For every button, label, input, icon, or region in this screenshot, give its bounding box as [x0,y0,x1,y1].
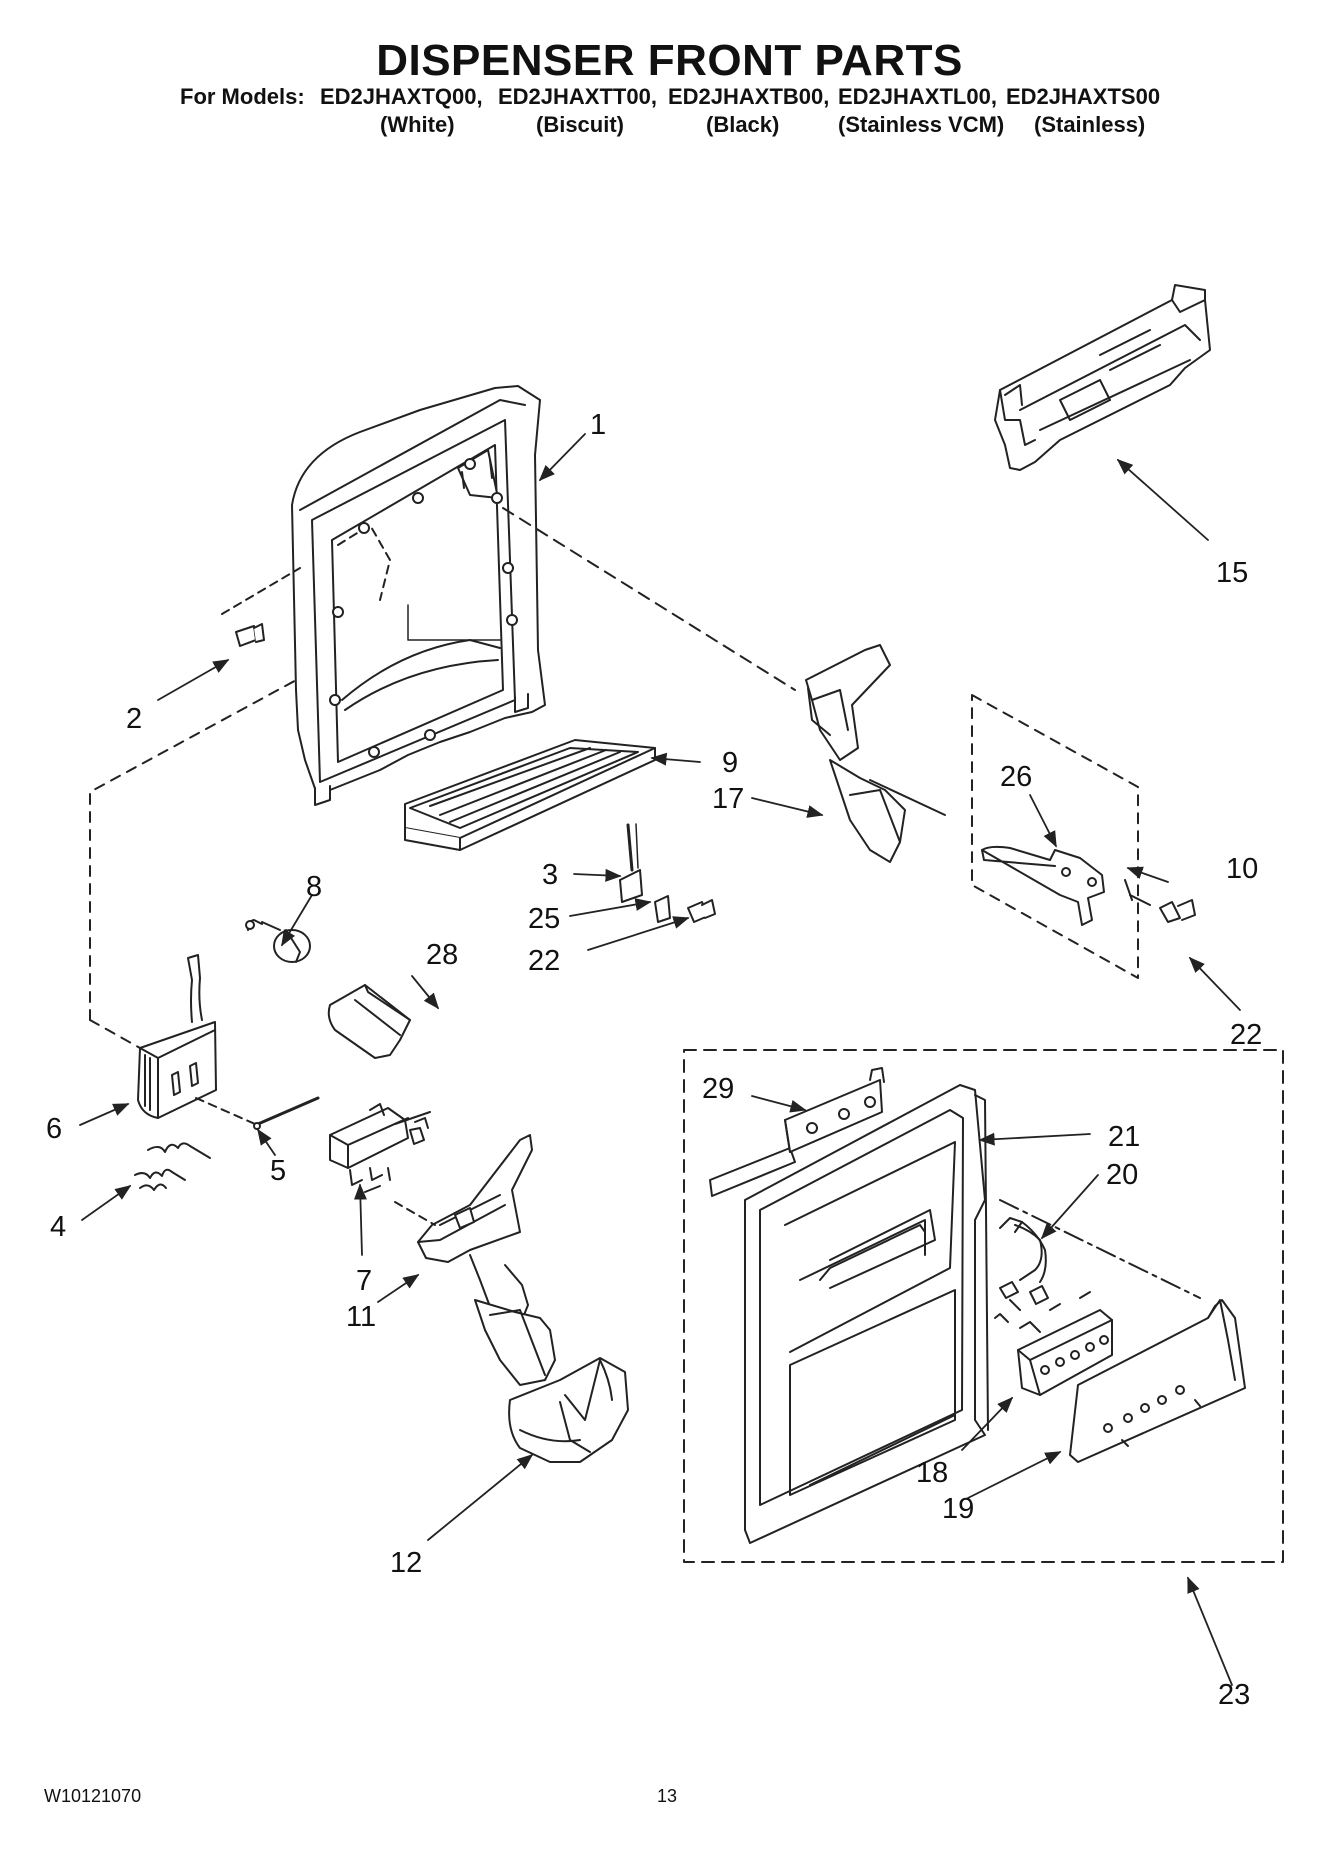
model-finish: (White) [380,112,455,137]
control-panel-overlay-part [999,1199,1246,1463]
callout-4: 4 [50,1211,66,1243]
callout-10: 10 [1226,853,1258,885]
callout-9: 9 [722,747,738,779]
dispenser-front-frame-part [744,1084,989,1544]
callout-22: 22 [528,945,560,977]
callout-17: 17 [712,783,744,815]
dispenser-housing-part [291,385,546,806]
cover-part [327,984,411,1059]
callout-5: 5 [270,1155,286,1187]
ice-lever-part [394,1134,556,1386]
micro-switch-group [971,694,1196,979]
wire-harness-part [994,1217,1049,1323]
latch-part [329,1103,431,1193]
screw-part [221,567,301,647]
model-finish: (Stainless VCM) [838,112,1005,137]
callout-labels: 1 2 3 4 5 6 7 8 9 10 11 12 15 17 18 19 2… [46,409,1262,1711]
callout-19: 19 [942,1493,974,1525]
callout-8: 8 [306,871,322,903]
callout-15: 15 [1216,557,1248,589]
model-finish: (Biscuit) [536,112,624,137]
callout-28: 28 [426,939,458,971]
spring-part [134,1142,211,1191]
callout-6: 6 [46,1113,62,1145]
drip-tray-part [404,739,656,851]
callout-29: 29 [702,1073,734,1105]
callout-1: 1 [590,409,606,441]
actuator-paddle-part [502,507,946,863]
models-label: For Models: [180,84,305,109]
callout-26: 26 [1000,761,1032,793]
model-code: ED2JHAXTQ00, [320,84,483,109]
pin-part [195,1096,320,1130]
control-module-part [89,677,301,1119]
control-board-part [1017,1291,1113,1396]
mounting-strip-part [709,1067,885,1197]
callout-18: 18 [916,1457,948,1489]
model-code: ED2JHAXTL00, [838,84,997,109]
page-header: DISPENSER FRONT PARTS For Models: ED2JHA… [0,0,1339,160]
model-finish: (Black) [706,112,780,137]
switch-part [619,823,716,923]
model-finish: (Stainless) [1034,112,1146,137]
callout-20: 20 [1106,1159,1138,1191]
model-code: ED2JHAXTS00 [1006,84,1161,109]
callout-21: 21 [1108,1121,1140,1153]
callout-12: 12 [390,1547,422,1579]
callout-7: 7 [356,1265,372,1297]
ice-chute-cup-part [508,1357,629,1463]
callout-11: 11 [346,1301,376,1333]
leader-arrows [79,433,1241,1686]
page-number: 13 [657,1786,678,1806]
model-code: ED2JHAXTB00, [668,84,830,109]
callout-23: 23 [1218,1679,1250,1711]
solenoid-part [245,919,311,963]
callout-22: 22 [1230,1019,1262,1051]
callout-25: 25 [528,903,560,935]
callout-3: 3 [542,859,558,891]
front-panel-group [683,1049,1284,1563]
bracket-part [994,284,1211,471]
model-code: ED2JHAXTT00, [498,84,657,109]
callout-2: 2 [126,703,142,735]
page-title: DISPENSER FRONT PARTS [376,36,963,85]
document-number: W10121070 [44,1786,142,1806]
